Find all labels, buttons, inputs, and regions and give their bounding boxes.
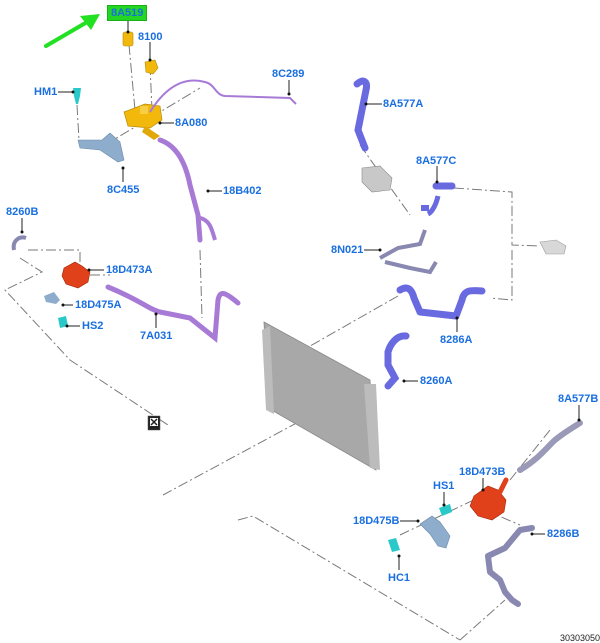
part-8C455-bracket[interactable] xyxy=(77,132,125,163)
part-radiator[interactable] xyxy=(262,321,380,471)
part-HM1-clip[interactable] xyxy=(73,88,81,104)
label-HS2[interactable]: HS2 xyxy=(82,320,104,332)
label-8C289[interactable]: 8C289 xyxy=(272,68,305,80)
part-18D473A-pump[interactable] xyxy=(61,261,91,289)
part-8A577A-hose[interactable] xyxy=(353,77,370,152)
part-8A577C-hose[interactable] xyxy=(421,182,456,217)
part-8260B-hose[interactable] xyxy=(11,235,27,251)
label-8286B[interactable]: 8286B xyxy=(547,528,580,540)
part-8C289-hose[interactable] xyxy=(149,79,297,113)
diagram-reference-number: 30303050 xyxy=(559,633,600,643)
label-18B402[interactable]: 18B402 xyxy=(223,185,262,197)
part-thermostat-housing xyxy=(361,165,393,193)
part-8A577B-hose[interactable] xyxy=(517,420,583,473)
label-8260B[interactable]: 8260B xyxy=(6,206,39,218)
label-HC1[interactable]: HC1 xyxy=(388,572,411,584)
part-8A519-cap[interactable] xyxy=(122,31,134,47)
label-8100[interactable]: 8100 xyxy=(138,31,163,43)
part-8286B-hose[interactable] xyxy=(485,525,535,607)
label-8N021[interactable]: 8N021 xyxy=(331,244,364,256)
label-8A519-highlighted[interactable]: 8A519 xyxy=(107,5,148,21)
leader-lines xyxy=(20,20,581,570)
part-7A031-hose[interactable] xyxy=(105,284,241,343)
part-8260A-hose[interactable] xyxy=(384,332,410,390)
label-18D475B[interactable]: 18D475B xyxy=(353,515,400,527)
part-HS1-clip[interactable] xyxy=(439,504,452,516)
label-8A577B[interactable]: 8A577B xyxy=(558,393,599,405)
part-8A080-reservoir[interactable] xyxy=(123,103,163,140)
label-HS1[interactable]: HS1 xyxy=(433,480,455,492)
label-8260A[interactable]: 8260A xyxy=(420,375,453,387)
label-18D475A[interactable]: 18D475A xyxy=(75,299,122,311)
label-8C455[interactable]: 8C455 xyxy=(107,184,140,196)
part-HS2-clip[interactable] xyxy=(58,316,68,328)
part-8100-cap[interactable] xyxy=(144,59,159,75)
label-7A031[interactable]: 7A031 xyxy=(140,330,173,342)
label-8286A[interactable]: 8286A xyxy=(440,334,473,346)
label-8A577C[interactable]: 8A577C xyxy=(416,155,457,167)
part-18D473B-pump[interactable] xyxy=(469,477,509,521)
part-18D475A-bracket[interactable] xyxy=(44,292,60,304)
label-8A080[interactable]: 8A080 xyxy=(175,117,208,129)
part-18B402-hose[interactable] xyxy=(157,137,217,243)
label-8A577A[interactable]: 8A577A xyxy=(383,98,424,110)
part-sensor xyxy=(539,239,567,255)
label-18D473B[interactable]: 18D473B xyxy=(459,466,506,478)
detail-view-icon[interactable] xyxy=(147,415,161,431)
label-HM1[interactable]: HM1 xyxy=(34,86,58,98)
part-8N021-pipe[interactable] xyxy=(379,229,438,275)
label-18D473A[interactable]: 18D473A xyxy=(106,264,153,276)
part-18D475B-bracket[interactable] xyxy=(419,515,451,549)
part-8286A-hose[interactable] xyxy=(396,284,486,320)
highlight-arrow-icon xyxy=(44,14,100,48)
part-HC1-clip[interactable] xyxy=(388,538,400,552)
